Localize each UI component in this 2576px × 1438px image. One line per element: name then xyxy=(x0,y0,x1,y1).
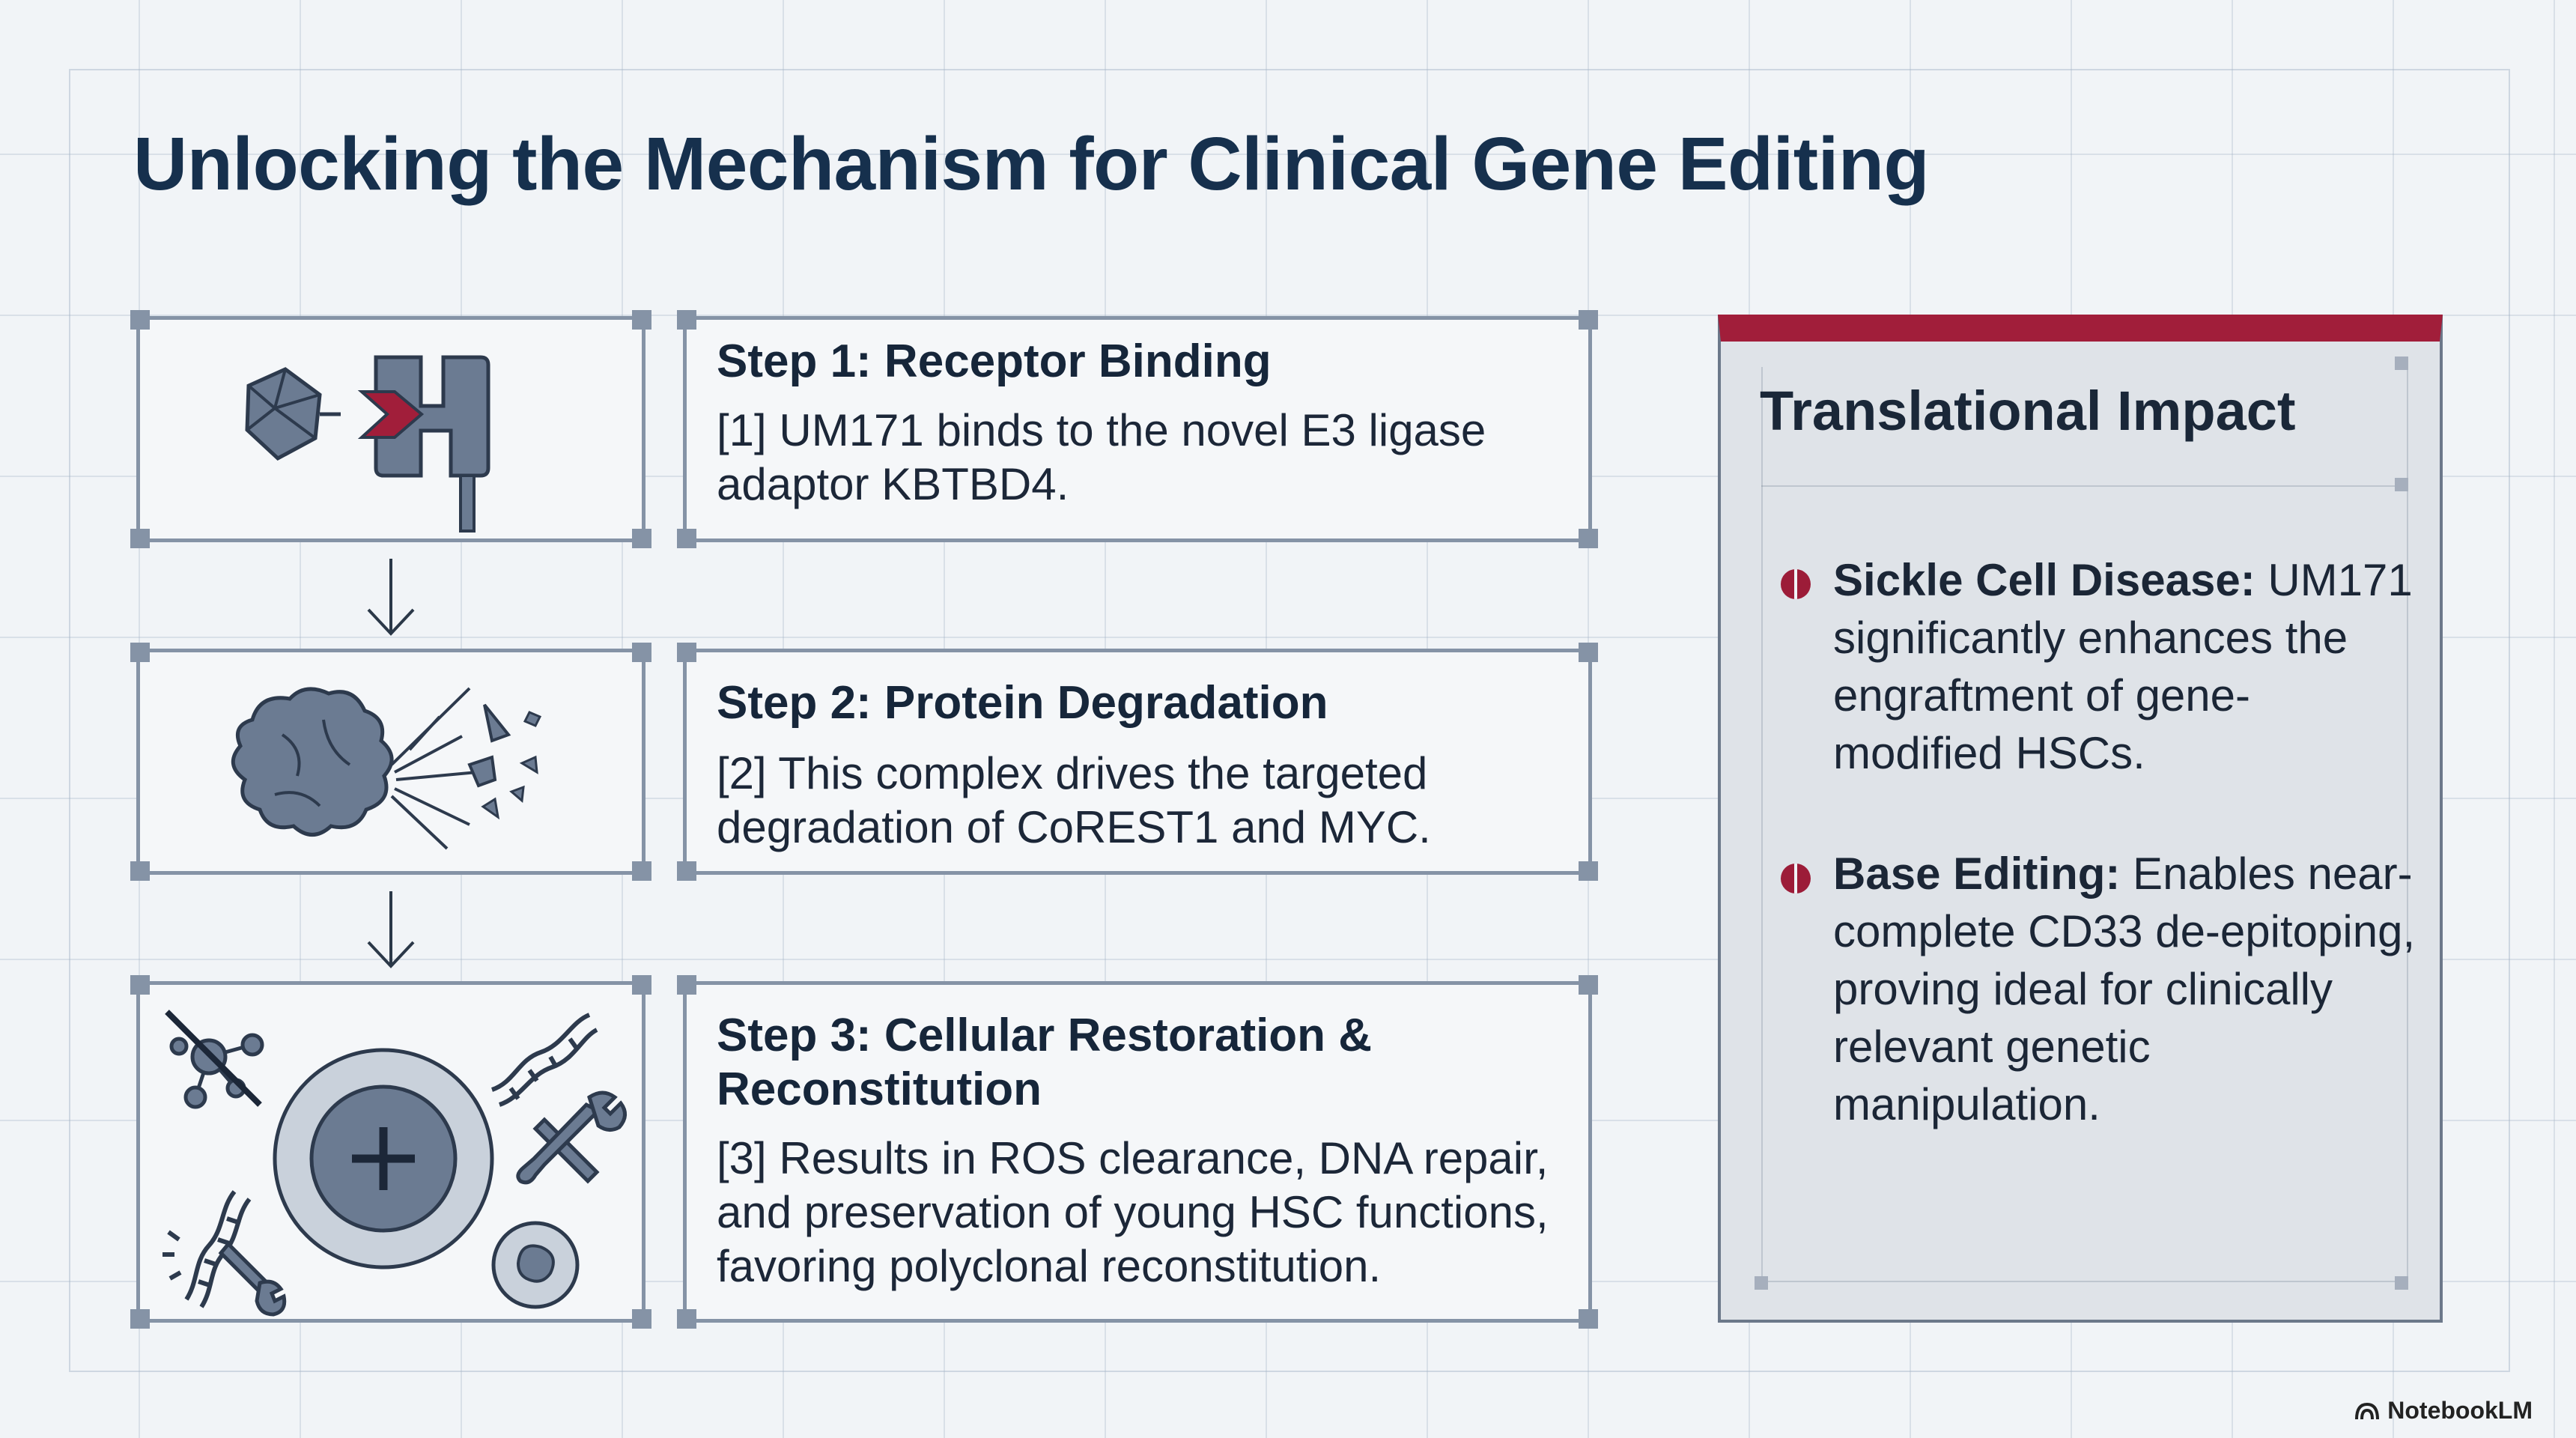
step3-text-box: Step 3: Cellular Restoration & Reconstit… xyxy=(677,975,1598,1329)
step1-icon-box xyxy=(130,310,651,548)
cellular-restoration-icon xyxy=(162,1010,627,1317)
slide-frame xyxy=(69,69,2510,1372)
step2-text-box: Step 2: Protein Degradation [2] This com… xyxy=(677,643,1598,881)
step3-icon-box xyxy=(130,975,651,1329)
impact-title: Translational Impact xyxy=(1760,380,2296,442)
notebooklm-watermark: NotebookLM xyxy=(2354,1397,2533,1425)
page-title: Unlocking the Mechanism for Clinical Gen… xyxy=(133,122,1930,206)
impact-title-divider xyxy=(1761,485,2408,487)
impact-item-text: Enables near-complete CD33 de-epitoping,… xyxy=(1833,849,2416,1129)
step1-text: [1] UM171 binds to the novel E3 ligase a… xyxy=(717,405,1486,509)
impact-item-sickle-cell: Sickle Cell Disease: UM171 significantly… xyxy=(1833,551,2417,782)
panel-corner-marker xyxy=(2395,357,2408,370)
down-arrow-icon xyxy=(367,559,415,636)
step1-title: Step 1: Receptor Binding xyxy=(717,336,1272,387)
receptor-binding-icon xyxy=(245,355,490,533)
step2-title: Step 2: Protein Degradation xyxy=(717,677,1328,729)
impact-item-text: UM171 significantly enhances the engraft… xyxy=(1833,555,2413,778)
step2-icon-box xyxy=(130,643,651,881)
impact-item-label: Sickle Cell Disease: xyxy=(1833,555,2255,605)
step1-text-box: Step 1: Receptor Binding [1] UM171 binds… xyxy=(677,310,1598,548)
impact-panel-guides xyxy=(1761,367,2408,1282)
panel-corner-marker xyxy=(1755,1276,1768,1290)
step2-text: [2] This complex drives the targeted deg… xyxy=(717,748,1431,852)
down-arrow-icon xyxy=(367,891,415,968)
bullet-icon xyxy=(1781,864,1811,894)
impact-item-base-editing: Base Editing: Enables near-complete CD33… xyxy=(1833,845,2417,1133)
step3-title: Step 3: Cellular Restoration & Reconstit… xyxy=(717,1010,1373,1115)
panel-corner-marker xyxy=(2395,1276,2408,1290)
translational-impact-panel: Translational Impact Sickle Cell Disease… xyxy=(1718,315,2443,1323)
panel-corner-marker xyxy=(2395,478,2408,491)
impact-item-label: Base Editing: xyxy=(1833,849,2121,899)
brand-label: NotebookLM xyxy=(2387,1397,2533,1424)
protein-degradation-icon xyxy=(231,687,542,850)
bullet-icon xyxy=(1781,569,1811,599)
notebooklm-logo-icon xyxy=(2355,1402,2380,1419)
step3-text: [3] Results in ROS clearance, DNA repair… xyxy=(717,1133,1549,1291)
